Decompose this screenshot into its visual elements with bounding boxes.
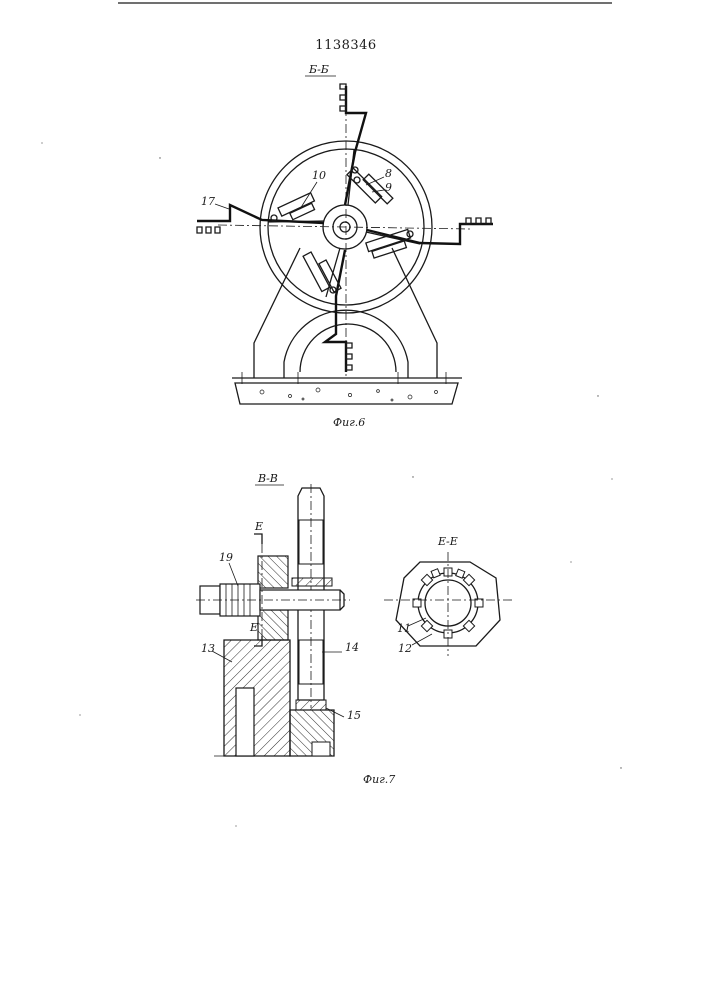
fig7-callout-14: 14 [345,641,359,654]
fig7-caption: Фиг.7 [363,773,395,786]
fig7-housing [224,640,290,756]
fig7-callout-11: 11 [397,622,411,635]
fig7-cut-letter-top: Е [254,520,263,533]
fig6-section-label: Б-Б [308,63,329,76]
fig7-callout-19: 19 [219,551,233,564]
fig6-callout-9: 9 [385,181,392,194]
fig7-cut-letter-bottom: Е [249,621,258,634]
figure-7: В-В [196,472,512,786]
fig6-callout-8: 8 [385,167,392,180]
patent-number: 1138346 [315,38,376,53]
fig7-detail-label: Е-Е [437,535,458,548]
fig6-foundation-texture [260,388,438,401]
fig6-callout-17: 17 [201,195,215,208]
fig6-callout-10: 10 [312,169,326,182]
fig6-caption: Фиг.6 [333,416,365,429]
fig7-section-label: В-В [257,472,278,485]
fig7-detail-section-e-e [384,552,512,656]
fig6-blade-assembly-lower [303,252,341,293]
fig7-collar-lower [258,610,288,640]
fig7-callout-12: 12 [398,642,412,655]
figure-6: Б-Б [197,63,493,429]
fig6-flow-line-horizontal [197,205,493,244]
fig7-callout-15: 15 [347,709,361,722]
fig6-blade-assembly-left [271,193,315,221]
fig7-collar-upper [258,556,288,588]
fig6-foundation [235,383,458,404]
fig7-callout-13: 13 [201,642,215,655]
fig6-flow-line-vertical [325,86,366,372]
